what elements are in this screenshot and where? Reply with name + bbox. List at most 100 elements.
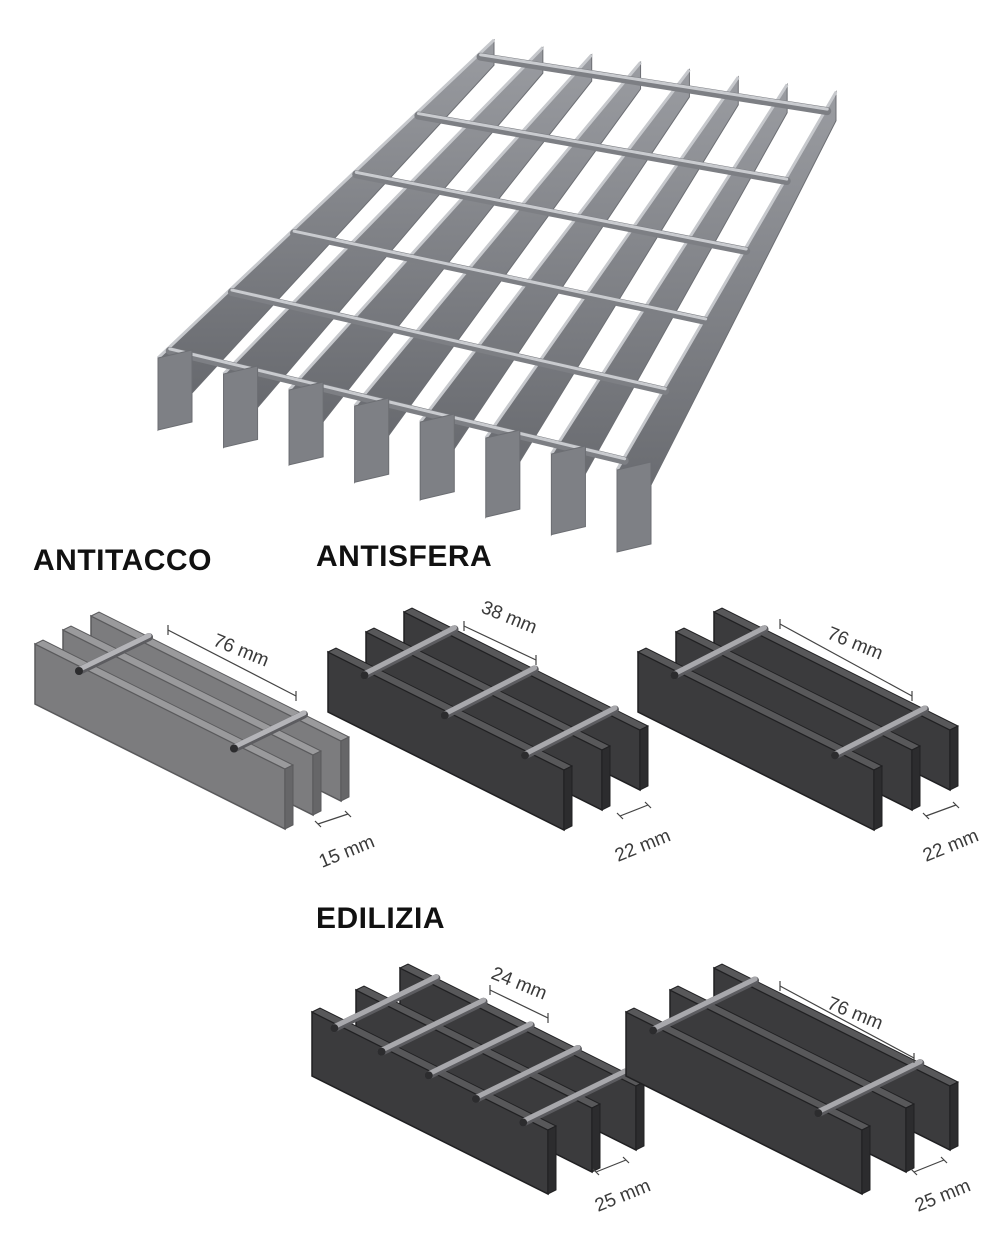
gap-dimension-line: [317, 813, 349, 825]
pitch-dimension-line: [463, 625, 537, 661]
gap-dimension-tick: [592, 1168, 600, 1176]
bearing-bar-end: [550, 445, 586, 536]
bearing-bar-end: [223, 365, 259, 449]
gap-dimension-tick: [344, 810, 352, 818]
edilizia-76-gap-label: 25 mm: [912, 1175, 974, 1216]
cross-rod-highlight: [76, 633, 152, 672]
plate-end: [639, 725, 649, 791]
pitch-dimension-line: [779, 623, 913, 697]
plate-end: [949, 725, 959, 791]
cross-rod-highlight: [231, 710, 307, 750]
cross-rod-highlight: [426, 1021, 534, 1077]
cross-rod: [476, 52, 832, 116]
bearing-bar-edge: [288, 53, 593, 392]
gap-dimension-tick: [952, 801, 960, 809]
rod-weld: [360, 671, 369, 680]
antitacco-pitch-label: 76 mm: [210, 630, 272, 671]
model-edilizia-76-diagram: [624, 963, 960, 1196]
rod-weld: [649, 1026, 658, 1035]
bearing-bar-edge: [419, 68, 691, 423]
plate-end: [635, 1081, 645, 1151]
bearing-bar-end: [157, 349, 193, 431]
cross-rod-highlight: [522, 705, 618, 757]
edilizia-24-pitch-label: 24 mm: [488, 963, 550, 1004]
pitch-dimension-line: [167, 629, 297, 697]
gap-dimension-line: [925, 804, 957, 817]
edilizia-24-gap-label: 25 mm: [592, 1175, 654, 1216]
cross-rod-highlight: [815, 1059, 923, 1115]
cross-rod: [352, 170, 751, 255]
galvanized-grating-panel: [156, 38, 838, 553]
plate-end: [340, 736, 350, 802]
cross-rod: [227, 288, 670, 395]
plate-end: [911, 745, 921, 811]
plate-end: [591, 1103, 601, 1173]
bearing-bar-end: [354, 397, 390, 483]
rod-weld: [471, 1094, 480, 1103]
bearing-bar-end: [288, 381, 324, 466]
cross-rod-highlight: [520, 1068, 628, 1124]
cross-rod-highlight: [671, 625, 767, 677]
cross-rod-highlight: [230, 288, 667, 391]
bearing-bar-edge: [222, 46, 544, 376]
gap-dimension-tick: [922, 812, 930, 820]
rod-weld: [520, 751, 529, 760]
gap-dimension-line: [619, 804, 649, 817]
bearing-bar-edge: [156, 38, 496, 360]
model-antisfera-38-diagram: [326, 607, 652, 832]
cross-rod-highlight: [331, 974, 439, 1030]
antitacco-gap-label: 15 mm: [316, 831, 378, 872]
bearing-bar-edge: [550, 83, 789, 455]
cross-rod-highlight: [292, 229, 708, 321]
bearing-bar-end: [419, 413, 455, 501]
plate-end: [563, 765, 573, 831]
cross-rod-highlight: [168, 347, 627, 461]
cross-rod-highlight: [416, 112, 789, 181]
gap-dimension-tick: [622, 1156, 630, 1164]
plate-end: [873, 765, 883, 831]
model-edilizia-24-diagram: [310, 963, 646, 1196]
cross-rod: [414, 111, 791, 186]
gap-dimension-tick: [910, 1168, 918, 1176]
rod-weld: [424, 1071, 433, 1080]
cross-rod-highlight: [442, 665, 538, 717]
cross-rod-highlight: [832, 705, 928, 757]
rod-weld: [377, 1047, 386, 1056]
heading-edilizia: EDILIZIA: [316, 902, 445, 935]
heading-antisfera: ANTISFERA: [316, 540, 493, 573]
rod-weld: [330, 1024, 339, 1033]
gap-dimension-line: [913, 1159, 945, 1173]
gap-dimension-tick: [314, 820, 322, 828]
heading-antitacco: ANTITACCO: [33, 544, 212, 577]
pitch-dimension-line: [779, 985, 915, 1059]
model-antisfera-76-diagram: [636, 607, 960, 832]
model-antitacco-diagram: [33, 611, 352, 831]
plate-end: [905, 1103, 915, 1173]
rod-weld: [440, 711, 449, 720]
bearing-bar-end: [616, 461, 652, 553]
rod-weld: [670, 671, 679, 680]
rod-weld: [230, 744, 238, 753]
cross-rod-highlight: [379, 997, 487, 1053]
antisfera-38-pitch-label: 38 mm: [478, 597, 540, 638]
pitch-dimension-line: [489, 989, 549, 1019]
rod-weld: [75, 667, 83, 675]
rod-weld: [814, 1109, 823, 1118]
plate-end: [312, 750, 322, 816]
bearing-bar-edge: [484, 76, 740, 439]
cross-rod: [290, 229, 710, 325]
gap-dimension-tick: [940, 1156, 948, 1164]
cross-rod-highlight: [473, 1044, 581, 1100]
plate-end: [949, 1081, 959, 1151]
cross-rod-highlight: [479, 53, 829, 111]
bearing-bar-edge: [615, 91, 838, 471]
rod-weld: [519, 1118, 528, 1127]
antisfera-38-gap-label: 22 mm: [612, 825, 674, 866]
plate-end: [861, 1125, 871, 1195]
gap-dimension-line: [595, 1159, 627, 1173]
plate-end: [601, 745, 611, 811]
cross-rod-highlight: [361, 625, 457, 677]
cross-rod-highlight: [354, 170, 748, 251]
bearing-bar-end: [485, 429, 521, 518]
